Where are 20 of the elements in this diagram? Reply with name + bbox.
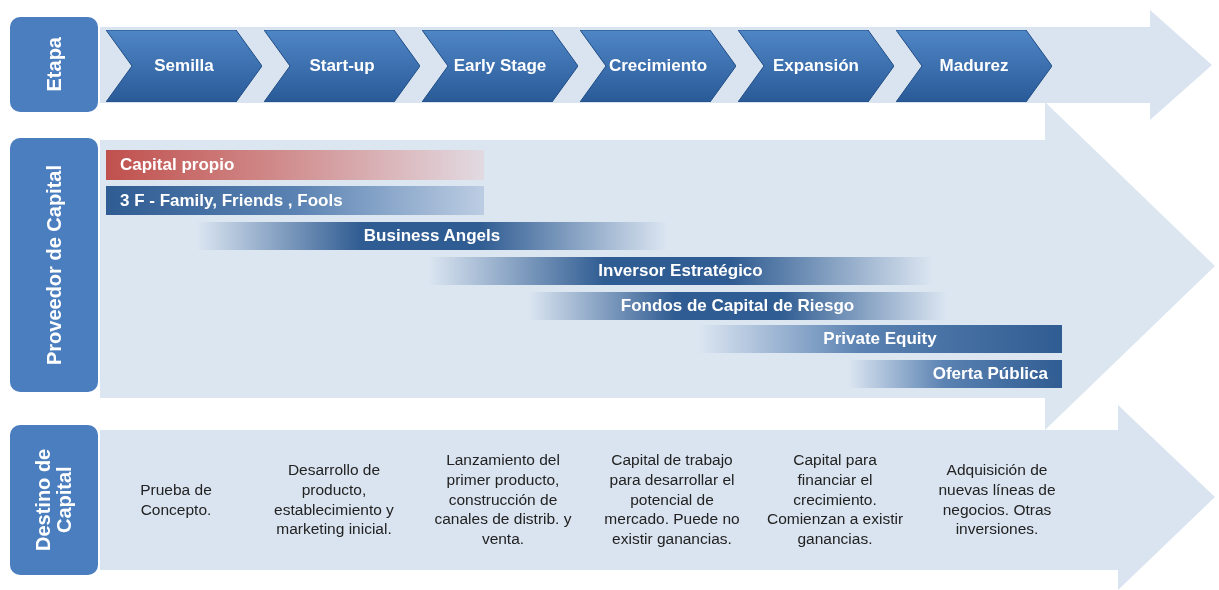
- description-text: Capital para financiar el crecimiento. Comienzan a existir ganancias.: [765, 450, 905, 550]
- description-text: Adquisición de nuevas líneas de negocios. Otras inversiones.: [937, 460, 1057, 540]
- description-text: Lanzamiento del primer producto, construcción de canales de distrib. y venta.: [433, 450, 573, 550]
- description-text: Prueba de Concepto.: [139, 480, 213, 520]
- stage-tag: Early Stage: [422, 30, 578, 102]
- stage-tag: Expansión: [738, 30, 894, 102]
- row-header: Proveedor de Capital: [10, 138, 98, 392]
- capital-provider-bar: Oferta Pública: [848, 360, 1062, 388]
- stage-tag: Crecimiento: [580, 30, 736, 102]
- stage-tag: Start-up: [264, 30, 420, 102]
- capital-provider-bar: 3 F - Family, Friends , Fools: [106, 186, 484, 215]
- capital-provider-bar: Fondos de Capital de Riesgo: [528, 292, 947, 320]
- capital-provider-bar: Capital propio: [106, 150, 484, 180]
- row-header: Destino de Capital: [10, 425, 98, 575]
- description-text: Desarrollo de producto, establecimiento y marketing inicial.: [273, 460, 395, 540]
- stage-tag: Semilla: [106, 30, 262, 102]
- stage-tag: Madurez: [896, 30, 1052, 102]
- row-header: Etapa: [10, 17, 98, 112]
- description-text: Capital de trabajo para desarrollar el potencial de mercado. Puede no existir ganancias.: [603, 450, 741, 550]
- capital-provider-bar: Business Angels: [196, 222, 668, 250]
